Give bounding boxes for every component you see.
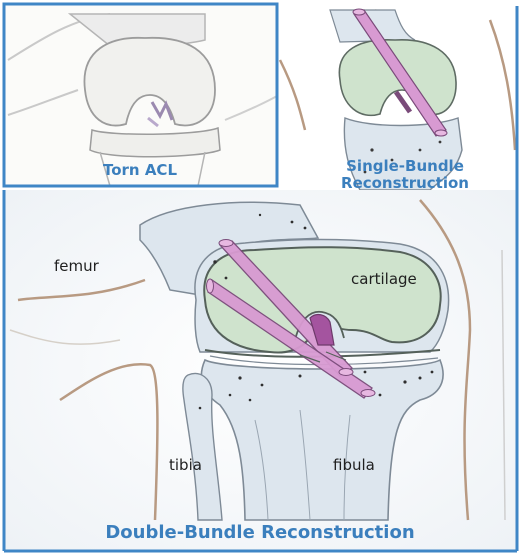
single-bundle-caption-line1: Single-Bundle (300, 158, 510, 175)
torn-acl-caption: Torn ACL (85, 162, 195, 179)
single-bundle-caption: Single-Bundle Reconstruction (300, 158, 510, 193)
double-bundle-caption: Double-Bundle Reconstruction (30, 523, 490, 544)
torn-acl-panel (4, 4, 277, 186)
fibula-label: fibula (333, 456, 375, 474)
femur-label: femur (54, 257, 99, 275)
cartilage-label: cartilage (351, 270, 417, 288)
tibia-label: tibia (169, 456, 202, 474)
single-bundle-caption-line2: Reconstruction (300, 175, 510, 192)
